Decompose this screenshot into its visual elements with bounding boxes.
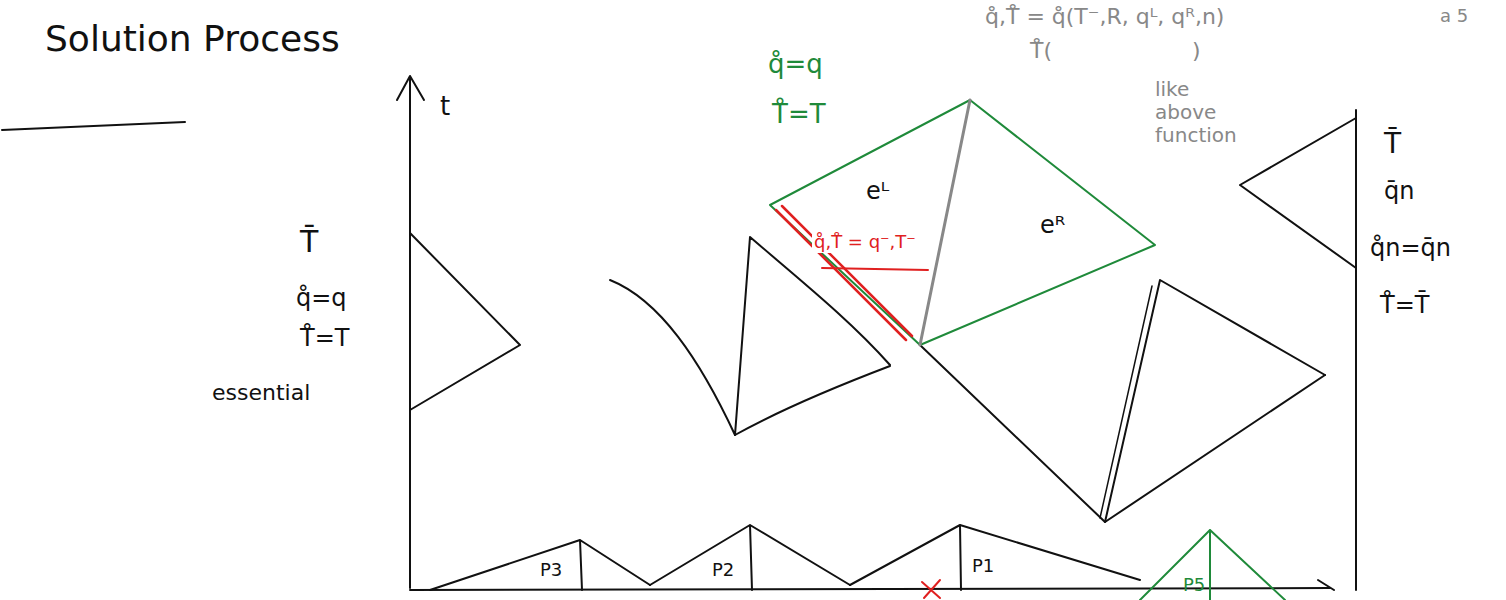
condition-label: q̊=q (768, 50, 823, 80)
element-label: eᴸ (866, 178, 889, 206)
patch-number: P1 (972, 556, 994, 577)
patch-number: P2 (712, 560, 734, 581)
note: like above function (1155, 78, 1250, 147)
boundary-condition: T̊=T (300, 325, 349, 353)
element-label: eᴿ (1040, 212, 1065, 240)
boundary-label: T̄ (300, 225, 318, 260)
note: a 5 (1440, 6, 1468, 27)
boundary-label: q̄n (1384, 178, 1414, 206)
page-title: Solution Process (45, 18, 340, 59)
inflow-condition: q̊,T̊ = q⁻,T⁻ (812, 232, 918, 253)
boundary-label: T̄ (1384, 128, 1401, 160)
condition-label: T̊=T (772, 100, 826, 130)
boundary-condition: q̊=q (296, 285, 347, 313)
boundary-condition: T̊=T̄ (1380, 292, 1429, 320)
flux-formula: T̊( ) (1030, 38, 1200, 63)
patch-number: P5 (1183, 575, 1205, 596)
axis-label: t (440, 92, 450, 122)
note: essential (212, 380, 310, 405)
patch-number: P3 (540, 560, 562, 581)
boundary-condition: q̊n=q̄n (1370, 235, 1451, 263)
flux-formula: q̊,T̊ = q̊(T⁻,R, qᴸ, qᴿ,n) (985, 4, 1224, 29)
